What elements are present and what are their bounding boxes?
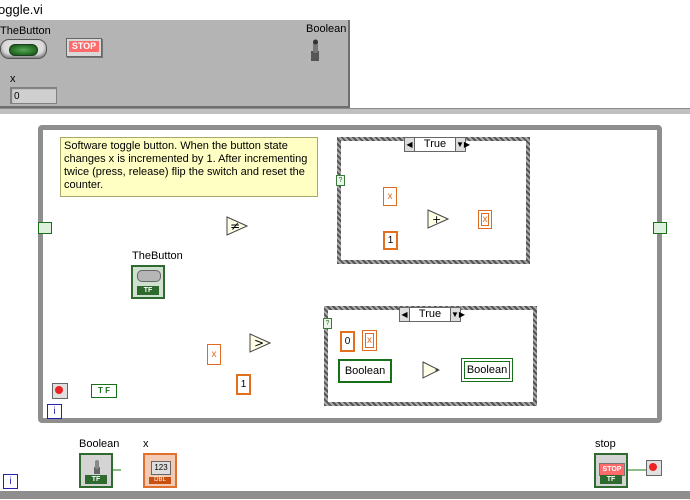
case-structure-top xyxy=(337,137,530,264)
boolean-label: Boolean xyxy=(306,23,347,35)
iteration-terminal: i xyxy=(47,404,62,419)
outer-loop-border xyxy=(0,491,690,499)
case-selector-top[interactable]: ◀ True ▼▶ xyxy=(404,137,471,152)
x-local-variable: x xyxy=(207,344,221,365)
led-icon xyxy=(9,44,38,56)
front-panel: TheButton STOP Boolean x 0 xyxy=(0,20,350,108)
x-out-variable: x xyxy=(478,210,492,229)
stop-button[interactable]: STOP xyxy=(66,38,102,57)
dropdown-arrow-icon[interactable]: ▼▶ xyxy=(450,308,466,321)
shift-register-right xyxy=(653,222,667,234)
boolean-out-variable: Boolean xyxy=(461,358,513,382)
thebutton-label: TheButton xyxy=(0,25,51,37)
decrement-arrow-icon[interactable]: ◀ xyxy=(400,308,410,321)
stop-button-label: STOP xyxy=(69,41,99,52)
thebutton-toggle[interactable] xyxy=(0,39,47,59)
case-selector-value: True xyxy=(418,308,442,320)
toggle-icon xyxy=(137,270,161,282)
constant-zero: 0 xyxy=(340,331,355,352)
stop-condition-icon xyxy=(55,386,63,394)
true-constant[interactable]: T F xyxy=(91,384,117,398)
outer-iteration-terminal: i xyxy=(3,474,18,489)
greater-than-function: > xyxy=(249,333,271,353)
loop-condition-terminal[interactable] xyxy=(52,383,68,399)
switch-icon xyxy=(94,460,100,474)
x-terminal[interactable]: 123 DBL xyxy=(143,453,177,488)
stop-terminal[interactable]: STOP TF xyxy=(594,453,628,488)
stop-condition-icon xyxy=(649,463,657,471)
greater-symbol: > xyxy=(254,336,264,350)
case-selector-bottom[interactable]: ◀ True ▼▶ xyxy=(399,307,466,322)
outer-loop-condition[interactable] xyxy=(646,460,662,476)
stop-terminal-label: stop xyxy=(595,438,616,450)
tf-badge: TF xyxy=(85,475,107,484)
constant-one: 1 xyxy=(236,374,251,395)
case-selector-value: True xyxy=(423,138,447,150)
boolean-in-variable: Boolean xyxy=(338,359,392,383)
dbl-badge: DBL xyxy=(149,477,171,484)
constant-one: 1 xyxy=(383,231,398,250)
boolean-terminal[interactable]: TF xyxy=(79,453,113,488)
add-symbol: + xyxy=(432,213,441,226)
thebutton-terminal-label: TheButton xyxy=(132,250,183,262)
panel-separator xyxy=(0,108,690,114)
x-label: x xyxy=(10,73,16,85)
decrement-arrow-icon[interactable]: ◀ xyxy=(405,138,415,151)
dropdown-arrow-icon[interactable]: ▼▶ xyxy=(455,138,471,151)
x-terminal-label: x xyxy=(143,438,149,450)
tf-badge: TF xyxy=(137,286,159,295)
not-equal-symbol: ≠ xyxy=(230,219,240,233)
add-function: + xyxy=(427,209,449,229)
case-structure-bottom xyxy=(324,306,537,406)
boolean-terminal-label: Boolean xyxy=(79,438,120,450)
not-function xyxy=(422,361,440,379)
x-local-variable: x xyxy=(383,187,397,206)
x-indicator: 0 xyxy=(10,87,57,104)
case-selector-terminal: ? xyxy=(336,175,345,186)
case-selector-terminal: ? xyxy=(323,318,332,329)
comment-note: Software toggle button. When the button … xyxy=(60,137,318,197)
thebutton-terminal[interactable]: TF xyxy=(131,265,165,299)
shift-register-left xyxy=(38,222,52,234)
boolean-switch[interactable] xyxy=(309,39,321,63)
window-title: oggle.vi xyxy=(0,2,43,17)
tf-badge: TF xyxy=(600,475,622,484)
x-out-variable: x xyxy=(362,330,377,351)
not-equal-function: ≠ xyxy=(226,216,248,236)
numeric-icon: 123 xyxy=(151,461,171,475)
